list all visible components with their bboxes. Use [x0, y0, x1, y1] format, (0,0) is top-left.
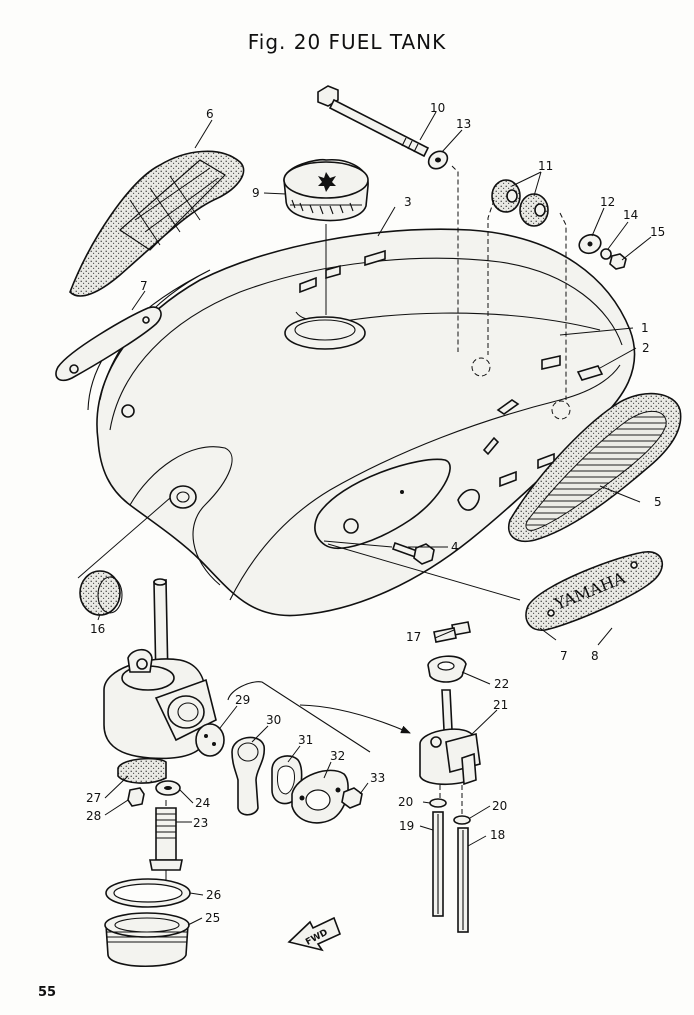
callout-26: 26: [206, 888, 221, 902]
callout-13: 13: [456, 117, 471, 131]
callout-14: 14: [623, 208, 638, 222]
callout-18: 18: [490, 828, 505, 842]
screw-33: [341, 787, 363, 809]
strainer-27: [117, 757, 167, 784]
fuel-pipe-18: [457, 827, 469, 933]
knee-pad-left: [69, 150, 245, 297]
callout-27: 27: [86, 791, 101, 805]
clip-20-left: [429, 798, 447, 808]
callout-17: 17: [406, 630, 421, 644]
fuel-cup-25: [104, 912, 190, 967]
callout-3: 3: [404, 195, 412, 209]
washer-24: [155, 780, 181, 796]
lever-30: [231, 736, 266, 816]
callout-29: 29: [235, 693, 250, 707]
o-ring-26: [105, 878, 191, 908]
callout-8: 8: [591, 649, 599, 663]
callout-7-right: 7: [560, 649, 568, 663]
callout-20-right: 20: [492, 799, 507, 813]
clip-20-right: [453, 815, 471, 825]
bolt-4: [391, 541, 435, 565]
lever-plate-32: [291, 769, 349, 824]
callout-16: 16: [90, 622, 105, 636]
callout-labels: 1 2 3 4 5 6 7 7 8 9 10 13 11 12 14 15 16…: [86, 101, 665, 925]
damper-rubber-16: [79, 570, 123, 616]
fuel-cock-right: [419, 621, 481, 786]
callout-23: 23: [193, 816, 208, 830]
callout-33: 33: [370, 771, 385, 785]
callout-7-left: 7: [140, 279, 148, 293]
callout-30: 30: [266, 713, 281, 727]
callout-32: 32: [330, 749, 345, 763]
washer-13: [427, 150, 449, 170]
callout-22: 22: [494, 677, 509, 691]
fuel-cap: [283, 158, 369, 222]
callout-24: 24: [195, 796, 210, 810]
callout-5: 5: [654, 495, 662, 509]
fwd-arrow-icon: FWD: [287, 916, 342, 952]
figure-title: Fig. 20 FUEL TANK: [247, 30, 447, 54]
page-number: 55: [38, 985, 57, 1000]
washer-12: [578, 233, 602, 255]
callout-31: 31: [298, 733, 313, 747]
rubber-grommets: [491, 179, 549, 227]
callout-19: 19: [399, 819, 414, 833]
screw-28: [127, 787, 145, 807]
callout-20-left: 20: [398, 795, 413, 809]
fuel-cock-assembly: [103, 578, 217, 760]
mounting-bolt: [317, 85, 430, 158]
knee-pad-right: [508, 392, 682, 542]
callout-2: 2: [642, 341, 650, 355]
callout-21: 21: [493, 698, 508, 712]
valve-disc-29: [195, 723, 225, 757]
callout-11: 11: [538, 159, 553, 173]
tank-emblem-left: [55, 306, 162, 382]
callout-12: 12: [600, 195, 615, 209]
callout-10: 10: [430, 101, 445, 115]
callout-25: 25: [205, 911, 220, 925]
stand-pipe-23: [149, 807, 183, 871]
callout-1: 1: [641, 321, 649, 335]
leader-lines: [97, 111, 652, 926]
callout-15: 15: [650, 225, 665, 239]
callout-4: 4: [451, 540, 459, 554]
callout-28: 28: [86, 809, 101, 823]
callout-9: 9: [252, 186, 260, 200]
nut-15: [600, 248, 627, 270]
callout-6: 6: [206, 107, 214, 121]
fuel-tank-body: [87, 228, 636, 617]
fuel-pipe-19: [432, 811, 444, 917]
tank-emblem-right: YAMAHA: [525, 551, 664, 631]
